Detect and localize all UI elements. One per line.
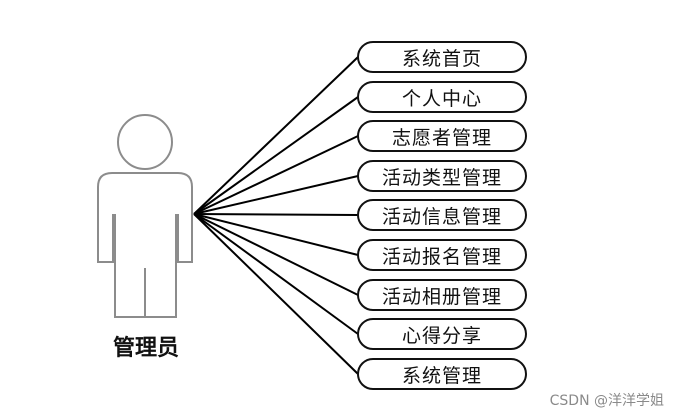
association-line-6 [193, 213, 359, 256]
association-line-8 [193, 213, 359, 335]
use-case-2: 个人中心 [357, 81, 527, 113]
association-line-4 [193, 175, 359, 215]
association-line-7 [193, 213, 359, 296]
use-case-7: 活动相册管理 [357, 279, 527, 311]
use-case-1: 系统首页 [357, 41, 527, 73]
association-line-1 [193, 56, 359, 215]
use-case-5: 活动信息管理 [357, 199, 527, 231]
use-case-6: 活动报名管理 [357, 239, 527, 271]
use-case-9: 系统管理 [357, 358, 527, 390]
association-lines [193, 56, 359, 375]
association-line-9 [193, 213, 359, 375]
association-line-3 [193, 135, 359, 215]
association-line-5 [193, 213, 359, 216]
use-case-4: 活动类型管理 [357, 160, 527, 192]
association-line-2 [193, 96, 359, 215]
person-outline-icon [97, 114, 193, 318]
use-case-3: 志愿者管理 [357, 120, 527, 152]
use-case-8: 心得分享 [357, 318, 527, 350]
watermark: CSDN @洋洋学姐 [549, 393, 664, 409]
actor-label: 管理员 [112, 336, 179, 361]
